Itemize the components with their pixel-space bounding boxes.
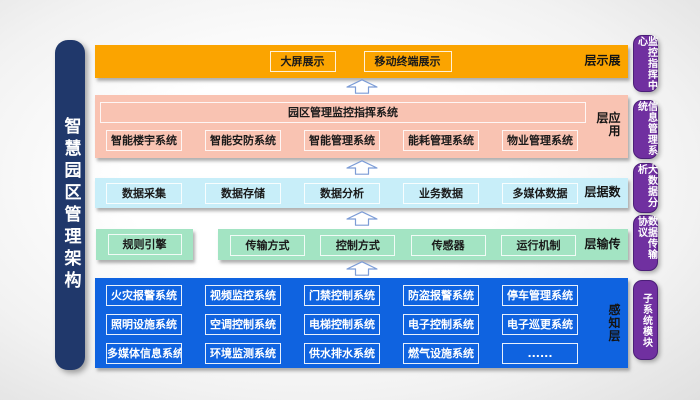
side-module-subsystem-modules: 子系统模块 <box>633 280 658 360</box>
transport-layer-items: 传输方式 控制方式 传感器 运行机制 <box>230 235 576 256</box>
diagram-box: 照明设施系统 <box>106 314 182 335</box>
diagram-box: 供水排水系统 <box>304 343 380 364</box>
display-layer-band: 大屏展示 移动终端展示 展示层 <box>95 45 628 78</box>
diagram-box: 视频监控系统 <box>205 285 281 306</box>
side-module-information-management-system: 信息管理系统 <box>633 100 658 159</box>
up-arrow-icon <box>346 160 378 175</box>
diagram-box: 业务数据 <box>403 183 479 204</box>
side-module-label: 信息管理系统 <box>635 101 657 156</box>
diagram-box: 多媒体数据 <box>502 183 578 204</box>
perception-layer-items: 火灾报警系统 视频监控系统 门禁控制系统 防盗报警系统 停车管理系统 照明设施系… <box>95 278 628 364</box>
diagram-box: 电子巡更系统 <box>502 314 578 335</box>
diagram-box: 传输方式 <box>230 235 305 256</box>
diagram-box: 物业管理系统 <box>502 130 578 151</box>
diagram-box: 智能管理系统 <box>304 130 380 151</box>
side-module-label: 子系统模块 <box>640 292 652 348</box>
side-module-label: 数据传输协议 <box>635 216 657 260</box>
up-arrow-icon <box>346 261 378 276</box>
diagram-box: 控制方式 <box>320 235 396 256</box>
diagram-box: 智能楼宇系统 <box>106 130 182 151</box>
diagram-box: 电梯控制系统 <box>304 314 380 335</box>
side-module-label: 监控指挥中心 <box>635 36 657 91</box>
perception-layer-band: 火灾报警系统 视频监控系统 门禁控制系统 防盗报警系统 停车管理系统 照明设施系… <box>95 278 628 368</box>
side-module-label: 大数据分析 <box>635 164 657 208</box>
diagram-box: 电子控制系统 <box>403 314 479 335</box>
diagram-box: 数据分析 <box>304 183 380 204</box>
diagram-box: 传感器 <box>410 235 486 256</box>
application-layer-items: 智能楼宇系统 智能安防系统 智能管理系统 能耗管理系统 物业管理系统 <box>95 130 628 151</box>
diagram-box: ...... <box>502 343 578 364</box>
rule-engine-block: 规则引擎 <box>96 229 193 260</box>
diagram-box: 智能安防系统 <box>205 130 281 151</box>
transport-layer-band: 传输方式 控制方式 传感器 运行机制 传输层 <box>218 229 628 260</box>
diagram-box: 空调控制系统 <box>205 314 281 335</box>
diagram-box: 数据存储 <box>205 183 281 204</box>
side-module-data-transfer-protocol: 数据传输协议 <box>633 215 658 271</box>
diagram-box: 数据采集 <box>106 183 182 204</box>
up-arrow-icon <box>346 211 378 226</box>
diagram-box: 停车管理系统 <box>502 285 578 306</box>
data-layer-label: 数据层 <box>583 185 621 199</box>
perception-layer-label: 感知层 <box>607 303 621 343</box>
diagram-title-bar: 智慧园区管理架构 <box>55 40 85 370</box>
data-layer-band: 数据采集 数据存储 数据分析 业务数据 多媒体数据 数据层 <box>95 178 628 208</box>
page-title: 智慧园区管理架构 <box>60 117 81 293</box>
diagram-box: 移动终端展示 <box>363 51 452 72</box>
diagram-box: 环境监测系统 <box>205 343 281 364</box>
side-module-monitoring-command-center: 监控指挥中心 <box>633 35 658 92</box>
application-layer-band: 园区管理监控指挥系统 智能楼宇系统 智能安防系统 智能管理系统 能耗管理系统 物… <box>95 95 628 158</box>
diagram-box: 运行机制 <box>500 235 576 256</box>
display-layer-label: 展示层 <box>583 53 621 67</box>
diagram-box: 能耗管理系统 <box>403 130 479 151</box>
diagram-box: 防盗报警系统 <box>403 285 479 306</box>
data-layer-items: 数据采集 数据存储 数据分析 业务数据 多媒体数据 <box>95 178 628 204</box>
up-arrow-icon <box>346 79 378 94</box>
diagram-box: 大屏展示 <box>269 51 336 72</box>
diagram-box: 园区管理监控指挥系统 <box>100 102 586 123</box>
application-layer-label: 应用层 <box>595 110 621 137</box>
diagram-box: 规则引擎 <box>107 234 182 255</box>
side-module-big-data-analysis: 大数据分析 <box>633 163 658 213</box>
diagram-box: 火灾报警系统 <box>106 285 182 306</box>
diagram-box: 门禁控制系统 <box>304 285 380 306</box>
display-layer-items: 大屏展示 移动终端展示 <box>113 51 608 72</box>
diagram-box: 多媒体信息系统 <box>106 343 182 364</box>
diagram-box: 燃气设施系统 <box>403 343 479 364</box>
transport-layer-label: 传输层 <box>583 236 621 250</box>
